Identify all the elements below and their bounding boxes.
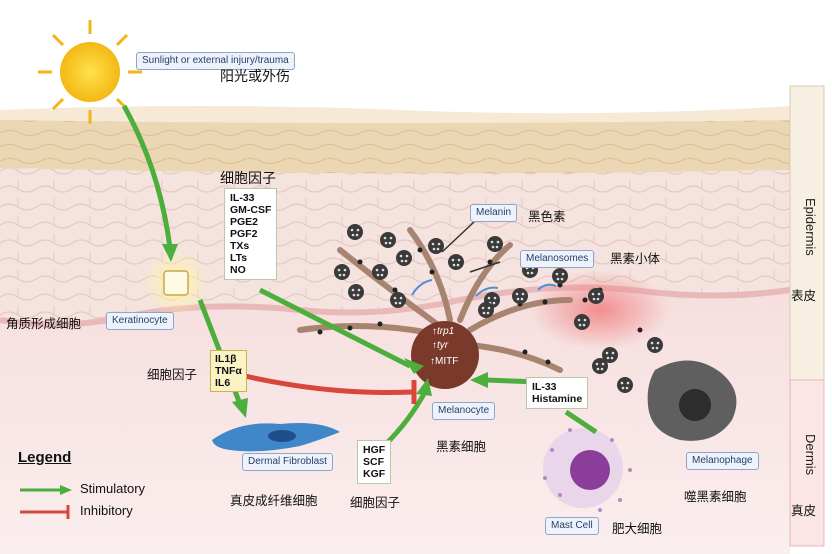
melanosome: [617, 377, 633, 393]
legend-title: Legend: [18, 449, 72, 466]
melanosomes-label: Melanosomes: [520, 250, 595, 268]
melanosome: [372, 264, 388, 280]
epidermis-cn: 表皮: [791, 288, 817, 303]
dermis-cn: 真皮: [791, 503, 817, 518]
melanosome: [552, 268, 568, 284]
cytokines-top-box: IL-33 GM-CSF PGE2 PGF2 TXs LTs NO: [224, 188, 278, 280]
keratinocyte-label: Keratinocyte: [106, 312, 174, 330]
melanosome: [487, 236, 503, 252]
mast-cell: [543, 428, 632, 512]
legend-inhibitory: Inhibitory: [80, 503, 133, 518]
dermis-bar: [789, 379, 825, 547]
melanosome: [334, 264, 350, 280]
sunlight-label: Sunlight or external injury/trauma: [136, 52, 295, 70]
cytokine-cn-left: 细胞因子: [147, 367, 198, 382]
epidermis-bar: [789, 85, 825, 381]
mast-cytokines-box: IL-33 Histamine: [526, 377, 589, 409]
melanosomes-cn: 黑素小体: [610, 251, 661, 266]
melanosome: [448, 254, 464, 270]
legend-stimulatory: Stimulatory: [80, 481, 146, 496]
melanophage-label: Melanophage: [686, 452, 759, 470]
epidermis-side-label: Epidermis: [803, 198, 818, 256]
gene-trp1: ↑trp1: [432, 326, 455, 337]
melanophage-cell: [647, 360, 737, 441]
melanin-cn: 黑色素: [528, 209, 566, 224]
growth-factors-box: HGF SCF KGF: [357, 440, 392, 484]
melanosome: [348, 284, 364, 300]
melanosome: [347, 224, 363, 240]
melanocyte-cell: [411, 321, 479, 389]
melanosome: [478, 302, 494, 318]
melanosome: [380, 232, 396, 248]
melanosome: [588, 288, 604, 304]
melanosome: [428, 238, 444, 254]
mast-cell-cn: 肥大细胞: [612, 521, 663, 536]
legend-stimulatory-arrow: [60, 485, 72, 495]
gene-tyr: ↑tyr: [432, 340, 449, 351]
cytokines-left-box: IL1β TNFα IL6: [210, 350, 247, 392]
melanosome: [592, 358, 608, 374]
melanosome: [647, 337, 663, 353]
melanosome: [602, 347, 618, 363]
melanocyte-label: Melanocyte: [432, 402, 496, 420]
cytokine-cn-top: 细胞因子: [220, 171, 276, 187]
sun-icon: [38, 20, 142, 124]
mast-cell-label: Mast Cell: [545, 517, 599, 535]
melanosome: [574, 314, 590, 330]
melanin-label: Melanin: [470, 204, 518, 222]
dermis-side-label: Dermis: [803, 434, 818, 476]
melanocyte-cn: 黑素细胞: [436, 439, 487, 454]
keratinocyte-cn: 角质形成细胞: [6, 316, 82, 331]
stratum-corneum: [0, 112, 790, 174]
sunlight-cn: 阳光或外伤: [220, 69, 290, 85]
fibroblast-cn: 真皮成纤维细胞: [230, 493, 318, 508]
gene-mitf: ↑MITF: [430, 356, 459, 367]
keratinocyte-cell: [163, 270, 189, 296]
melanophage-cn: 噬黑素细胞: [684, 489, 747, 504]
cytokine-cn-bottom: 细胞因子: [350, 495, 401, 510]
melanosome: [390, 292, 406, 308]
melanosome: [396, 250, 412, 266]
melanosome: [512, 288, 528, 304]
fibroblast-label: Dermal Fibroblast: [242, 453, 333, 471]
